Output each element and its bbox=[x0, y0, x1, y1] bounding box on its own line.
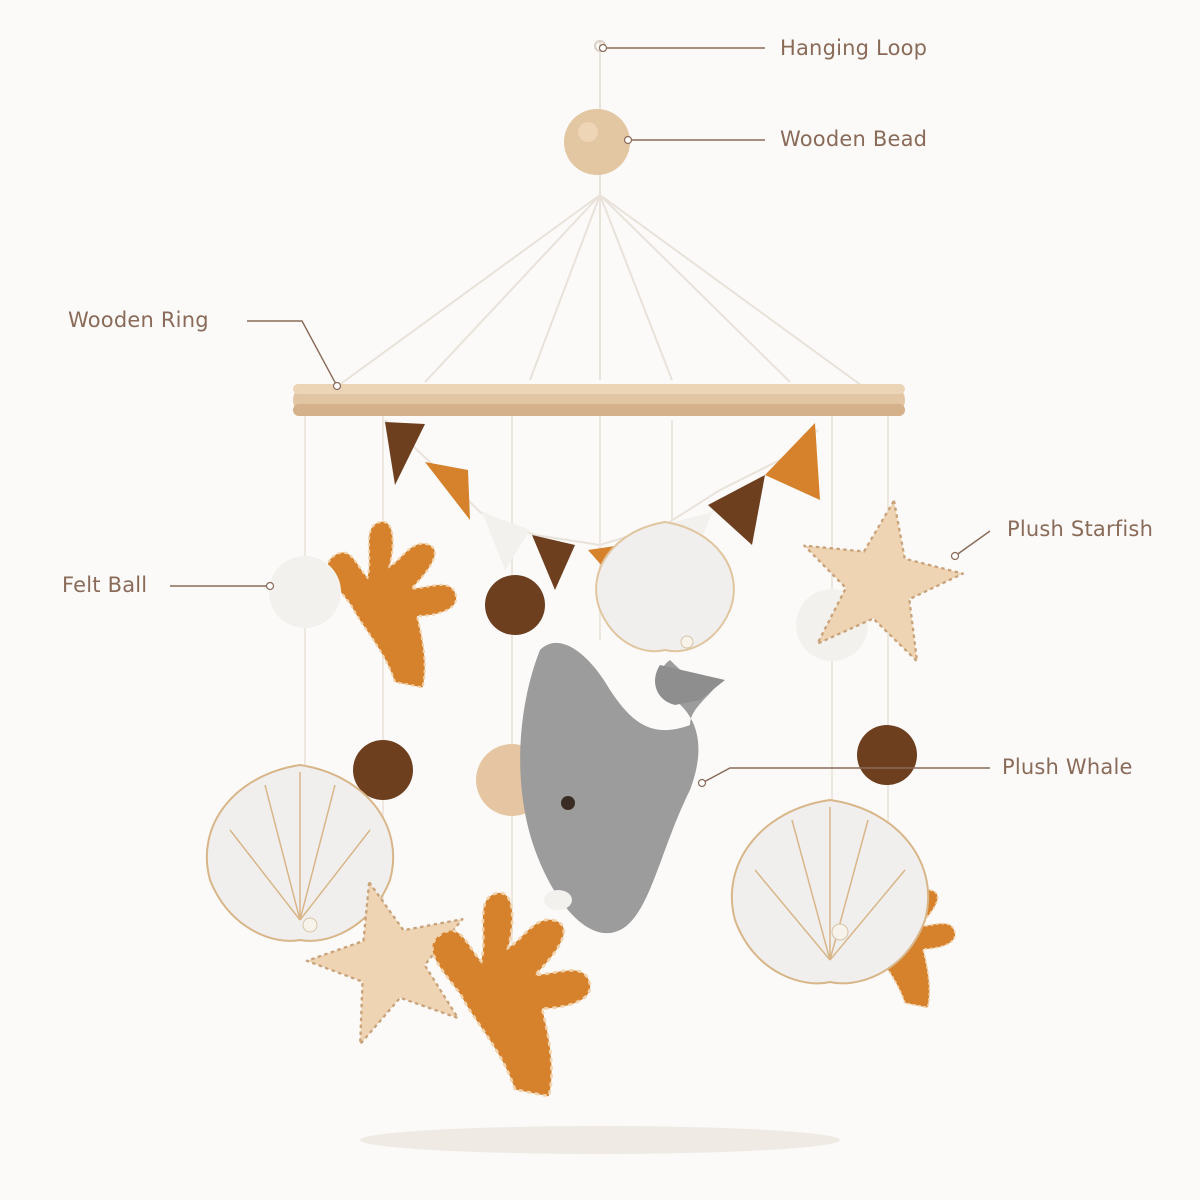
wooden-bead bbox=[564, 109, 630, 175]
brown-felt-ball-left bbox=[353, 740, 413, 800]
leader-plush-whale bbox=[701, 767, 990, 784]
leader-wooden-ring bbox=[247, 320, 338, 387]
label-wooden-bead: Wooden Bead bbox=[780, 127, 928, 151]
seashell-upper bbox=[595, 520, 735, 653]
wooden-ring bbox=[293, 384, 905, 416]
label-hanging-loop: Hanging Loop bbox=[780, 36, 928, 60]
leader-lines bbox=[170, 47, 991, 784]
plush-whale bbox=[520, 642, 725, 934]
label-felt-ball: Felt Ball bbox=[62, 573, 148, 597]
felt-ball bbox=[269, 556, 341, 628]
seashell-left bbox=[205, 763, 395, 942]
label-plush-whale: Plush Whale bbox=[1002, 755, 1133, 779]
brown-felt-ball-upper bbox=[485, 575, 545, 635]
leader-plush-starfish bbox=[954, 530, 991, 557]
brown-felt-ball-right bbox=[857, 725, 917, 785]
suspension-strings bbox=[334, 40, 866, 389]
coral-upper-left bbox=[326, 520, 458, 689]
label-wooden-ring: Wooden Ring bbox=[68, 308, 209, 332]
label-plush-starfish: Plush Starfish bbox=[1007, 517, 1154, 541]
seashell-right bbox=[730, 798, 930, 985]
